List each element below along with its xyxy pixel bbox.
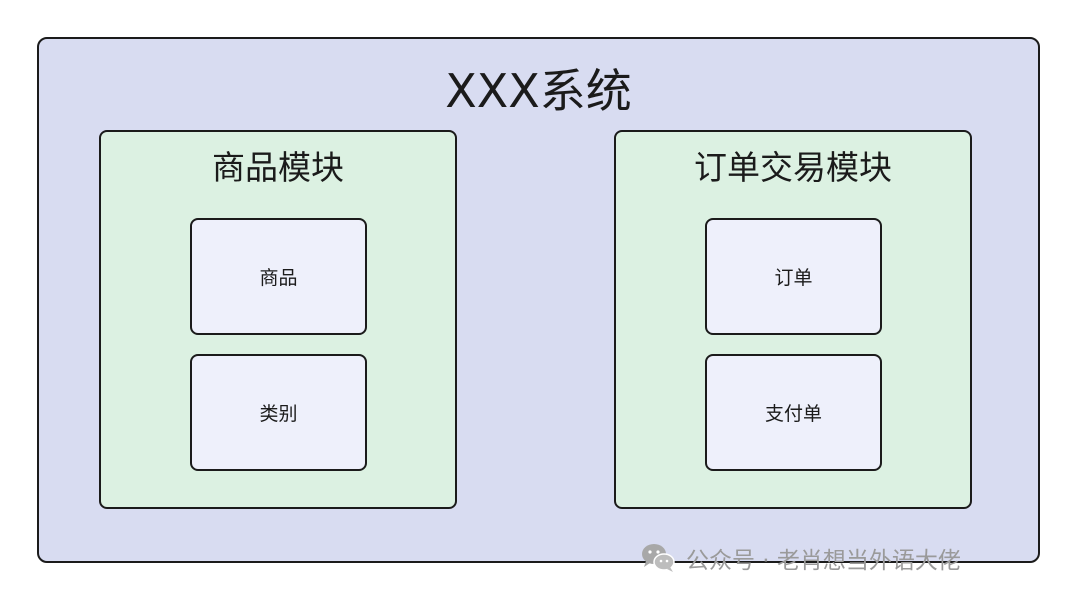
system-title: XXX系统 [445, 64, 632, 118]
entity-order: 订单 [705, 218, 882, 335]
module-order-trade: 订单交易模块 订单 支付单 [614, 130, 972, 509]
module-title: 订单交易模块 [694, 148, 892, 187]
entity-payment: 支付单 [705, 354, 882, 471]
wechat-icon [640, 542, 676, 574]
system-container: XXX系统 商品模块 商品 类别 订单交易模块 订单 支付单 [37, 37, 1040, 563]
watermark: 公众号 · 老肖想当外语大佬 [640, 540, 961, 576]
entity-product: 商品 [190, 218, 367, 335]
watermark-text: 公众号 · 老肖想当外语大佬 [686, 548, 961, 574]
module-title: 商品模块 [212, 148, 344, 187]
entity-category: 类别 [190, 354, 367, 471]
module-product: 商品模块 商品 类别 [99, 130, 457, 509]
